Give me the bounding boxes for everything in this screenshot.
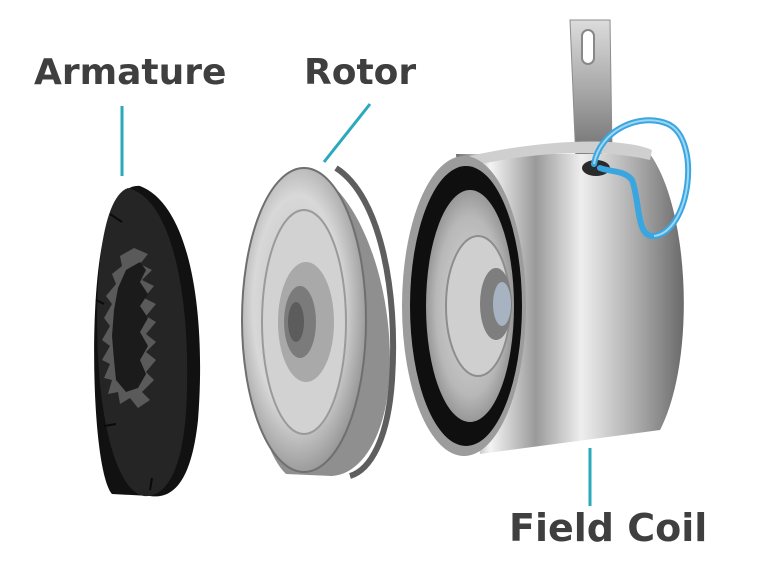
rotor-label: Rotor bbox=[304, 52, 417, 93]
armature-label: Armature bbox=[34, 52, 227, 93]
field-coil-housing-icon bbox=[402, 19, 684, 456]
rotor-leader-line bbox=[322, 103, 372, 163]
rotor-disc-icon bbox=[241, 165, 397, 479]
armature-disc-icon bbox=[94, 185, 201, 497]
field-coil-label: Field Coil bbox=[509, 506, 708, 550]
